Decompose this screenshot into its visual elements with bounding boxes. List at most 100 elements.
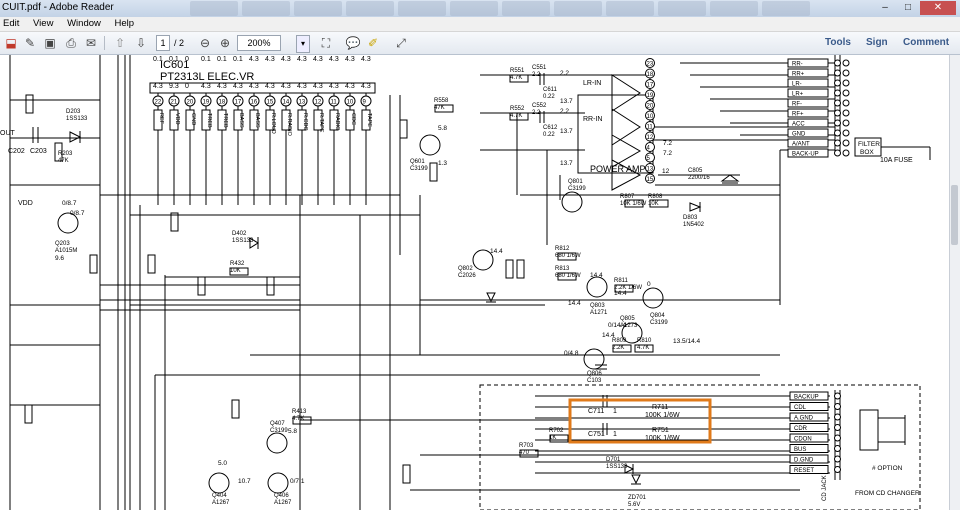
connector-label: BACK-UP xyxy=(792,152,819,158)
ic-pin-circle xyxy=(280,95,292,107)
voltage-label: 2.2 xyxy=(560,70,569,77)
connector-pin xyxy=(834,119,841,127)
ic-voltage: 4.3 xyxy=(297,83,307,90)
zoom-in-icon[interactable]: ⊕ xyxy=(219,36,231,50)
ic-pin-label: R.TAPE xyxy=(318,113,324,133)
voltage-label: 5.8 xyxy=(288,428,297,435)
connector-label: GND xyxy=(792,132,806,138)
email-icon[interactable]: ✉ xyxy=(85,36,97,50)
menu-window[interactable]: Window xyxy=(67,18,101,29)
cd-label-box xyxy=(789,444,829,453)
voltage-label: 0/8.7 xyxy=(70,210,85,217)
edit-icon[interactable]: ✎ xyxy=(24,36,36,50)
connector-label-box xyxy=(787,138,829,148)
component-ref: ZD701 xyxy=(628,495,647,501)
amp-pin-number: 18 xyxy=(647,72,654,78)
component-ref: C611 xyxy=(543,87,558,93)
connector-label-box xyxy=(787,128,829,138)
ic-pin-circle xyxy=(248,95,260,107)
menu-view[interactable]: View xyxy=(33,18,54,29)
menu-bar: Edit View Window Help xyxy=(0,17,960,32)
amp-pin-circle xyxy=(645,100,655,110)
component-ref: R558 xyxy=(434,98,449,104)
fullscreen-icon[interactable]: ⤢ xyxy=(396,36,406,50)
ic-pin-number: 17 xyxy=(235,100,242,106)
scrollbar-thumb[interactable] xyxy=(951,185,958,245)
connector-label: RR+ xyxy=(792,72,805,78)
close-button[interactable]: ✕ xyxy=(920,1,956,15)
document-viewport[interactable]: IC601 PT2313L ELEC.VR POWER AMP LR-IN RR… xyxy=(0,55,950,510)
highlight-cap-val-2: 1 xyxy=(613,431,617,438)
connector-pin xyxy=(834,89,841,97)
component-value: A1267 xyxy=(212,500,230,506)
fit-page-icon[interactable]: ⛶ xyxy=(321,36,331,50)
comment-icon[interactable]: 💬 xyxy=(345,36,361,50)
connector-pin xyxy=(842,99,850,107)
misc-c202: C202 xyxy=(8,148,25,155)
save-icon[interactable]: ▣ xyxy=(44,36,56,50)
highlight-cap-1: C711 xyxy=(588,408,604,415)
menu-edit[interactable]: Edit xyxy=(3,18,20,29)
ic-pin-label: VDD xyxy=(174,113,180,125)
ic-pin-label-box xyxy=(265,109,275,131)
ic-voltage: 4.3 xyxy=(265,83,275,90)
connector-pin xyxy=(842,89,850,97)
connector-label: LR+ xyxy=(792,92,804,98)
voltage-label: 9.6 xyxy=(55,255,64,262)
cd-label-box xyxy=(789,433,829,443)
component-value: 1N5402 xyxy=(683,222,705,228)
component-value: 680 1/6W xyxy=(555,273,581,279)
ic-pin-label-box xyxy=(153,109,163,131)
connector-pin xyxy=(842,69,850,77)
maximize-button[interactable]: □ xyxy=(904,2,912,13)
ic-top-voltage: 0.1 xyxy=(201,56,211,63)
next-page-icon[interactable]: ⇩ xyxy=(135,36,147,50)
zoom-level-input[interactable]: 200% xyxy=(237,35,281,51)
voltage-label: 13.7 xyxy=(560,160,573,167)
tools-button[interactable]: Tools xyxy=(825,37,851,48)
ic-voltage: 4.3 xyxy=(313,83,323,90)
connector-label-box xyxy=(787,88,829,98)
component-value: C3199 xyxy=(270,428,288,434)
fuse-label: 10A FUSE xyxy=(880,157,913,164)
sign-button[interactable]: Sign xyxy=(866,37,888,48)
print-icon[interactable]: ⎙ xyxy=(66,36,76,50)
minimize-button[interactable]: – xyxy=(882,2,888,13)
ic-pin-number: 19 xyxy=(203,100,210,106)
cd-connector-pin xyxy=(834,403,841,410)
menu-help[interactable]: Help xyxy=(114,18,135,29)
ic-pin-label: TAPE xyxy=(366,113,372,127)
highlight-res-1: R711 xyxy=(652,404,668,411)
connector-pin xyxy=(834,99,841,107)
voltage-label: 14.4 xyxy=(568,300,581,307)
ic-pin-number: 14 xyxy=(283,100,290,106)
component-ref: Q601 xyxy=(410,159,425,165)
component-ref: D803 xyxy=(683,215,698,221)
create-pdf-icon[interactable]: ⬓ xyxy=(5,36,17,50)
amp-pin-number: 5 xyxy=(647,156,651,162)
component-value: A1015M xyxy=(55,248,77,254)
component-ref: Q804 xyxy=(650,313,665,319)
vertical-scrollbar[interactable] xyxy=(949,55,960,510)
amp-pin-number: 17 xyxy=(647,83,654,89)
ic-pin-circle xyxy=(344,95,356,107)
previous-page-icon[interactable]: ⇧ xyxy=(114,36,126,50)
amp-pin-number: 15 xyxy=(647,177,654,183)
component-ref: R203 xyxy=(58,151,73,157)
comment-button[interactable]: Comment xyxy=(903,37,950,48)
component-value: 47K xyxy=(434,105,445,111)
voltage-label: 0/14.4 xyxy=(608,322,626,329)
ic-top-voltage: 0.1 xyxy=(169,56,179,63)
misc-out: OUT xyxy=(0,130,16,137)
voltage-label: 5.8 xyxy=(438,125,447,132)
ic-pin-number: 21 xyxy=(171,100,178,106)
zoom-out-icon[interactable]: ⊖ xyxy=(199,36,211,50)
ic-pin-label: R.RADIO xyxy=(286,113,292,137)
component-ref: C805 xyxy=(688,168,703,174)
zoom-dropdown-icon[interactable]: ▾ xyxy=(296,35,310,53)
highlight-icon[interactable]: ✐ xyxy=(367,36,379,50)
connector-pin xyxy=(834,59,841,67)
ic-pin-label: CDC xyxy=(350,113,356,125)
page-number-input[interactable]: 1 xyxy=(156,35,170,51)
component-value: 10K xyxy=(648,201,659,207)
